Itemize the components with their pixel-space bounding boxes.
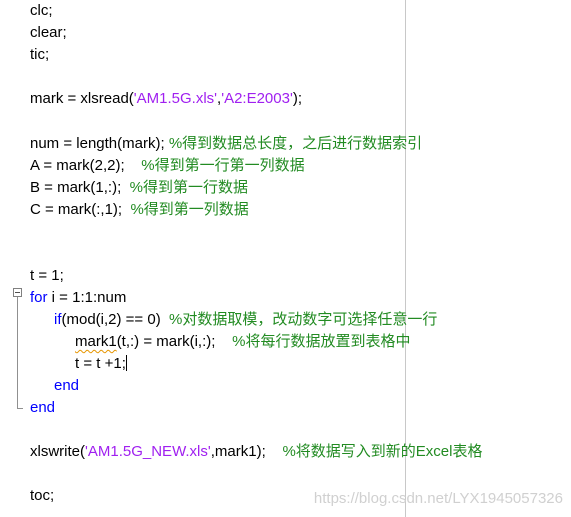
code-text: t = 1;: [30, 265, 64, 287]
string-token: 'A2:E2003': [221, 90, 293, 107]
code-line[interactable]: toc;: [0, 485, 571, 507]
code-token: B = mark(1,:);: [30, 179, 130, 196]
comment-token: %得到数据总长度，之后进行数据索引: [168, 135, 423, 152]
code-line[interactable]: clear;: [0, 22, 571, 44]
code-line[interactable]: B = mark(1,:); %得到第一行数据: [0, 177, 571, 199]
comment-token: %得到第一列数据: [130, 201, 249, 218]
code-text: tic;: [30, 44, 49, 66]
code-text: clear;: [30, 22, 67, 44]
comment-token: %将每行数据放置到表格中: [232, 333, 411, 350]
code-token: mark = xlsread(: [30, 90, 134, 107]
comment-token: %将数据写入到新的Excel表格: [282, 443, 483, 460]
code-text: mark = xlsread('AM1.5G.xls','A2:E2003');: [30, 88, 302, 110]
code-line[interactable]: mark = xlsread('AM1.5G.xls','A2:E2003');: [0, 88, 571, 110]
comment-token: %得到第一行数据: [129, 179, 248, 196]
keyword-token: end: [54, 377, 80, 394]
code-line[interactable]: clc;: [0, 0, 571, 22]
code-line[interactable]: end: [0, 397, 571, 419]
code-token: toc;: [30, 487, 55, 504]
code-text: clc;: [30, 0, 53, 22]
code-text: mark1(t,:) = mark(i,:); %将每行数据放置到表格中: [75, 331, 410, 353]
code-token: A = mark(2,2);: [30, 157, 142, 174]
code-token: clear;: [30, 24, 67, 41]
code-text: xlswrite('AM1.5G_NEW.xls',mark1); %将数据写入…: [30, 441, 482, 463]
code-text: end: [54, 375, 79, 397]
code-token: (t,:) = mark(i,:);: [116, 333, 233, 350]
keyword-token: for: [30, 289, 48, 306]
string-token: 'AM1.5G_NEW.xls': [85, 443, 211, 460]
code-token: xlswrite(: [30, 443, 85, 460]
code-text: C = mark(:,1); %得到第一列数据: [30, 199, 249, 221]
code-token: (mod(i,2) == 0): [61, 311, 170, 328]
code-line[interactable]: t = t +1;: [0, 353, 571, 375]
code-token: ,mark1);: [210, 443, 283, 460]
code-line[interactable]: xlswrite('AM1.5G_NEW.xls',mark1); %将数据写入…: [0, 441, 571, 463]
comment-token: %对数据取模，改动数字可选择任意一行: [169, 311, 438, 328]
code-text: for i = 1:1:num: [30, 287, 126, 309]
code-text: end: [30, 397, 55, 419]
code-line[interactable]: for i = 1:1:num: [0, 287, 571, 309]
code-text: B = mark(1,:); %得到第一行数据: [30, 177, 248, 199]
code-line[interactable]: t = 1;: [0, 265, 571, 287]
code-token: t = t +1;: [75, 355, 126, 372]
code-text: A = mark(2,2); %得到第一行第一列数据: [30, 155, 305, 177]
code-token: clc;: [30, 2, 53, 19]
code-line[interactable]: tic;: [0, 44, 571, 66]
code-token: num = length(mark);: [30, 135, 169, 152]
warning-token: mark1: [75, 333, 117, 350]
code-text: if(mod(i,2) == 0) %对数据取模，改动数字可选择任意一行: [54, 309, 437, 331]
code-token: i = 1:1:num: [47, 289, 127, 306]
code-token: t = 1;: [30, 267, 64, 284]
code-line[interactable]: if(mod(i,2) == 0) %对数据取模，改动数字可选择任意一行: [0, 309, 571, 331]
text-caret: [125, 355, 127, 371]
code-line[interactable]: end: [0, 375, 571, 397]
code-token: C = mark(:,1);: [30, 201, 131, 218]
code-line[interactable]: num = length(mark); %得到数据总长度，之后进行数据索引: [0, 133, 571, 155]
code-line[interactable]: A = mark(2,2); %得到第一行第一列数据: [0, 155, 571, 177]
code-text: t = t +1;: [75, 353, 127, 375]
fold-guide-end: [17, 408, 23, 409]
comment-token: %得到第一行第一列数据: [141, 157, 305, 174]
right-margin-line: [405, 0, 406, 517]
code-line[interactable]: mark1(t,:) = mark(i,:); %将每行数据放置到表格中: [0, 331, 571, 353]
keyword-token: if: [54, 311, 62, 328]
watermark: https://blog.csdn.net/LYX1945057326: [313, 490, 563, 507]
string-token: 'AM1.5G.xls': [133, 90, 218, 107]
code-text: toc;: [30, 485, 54, 507]
code-line[interactable]: C = mark(:,1); %得到第一列数据: [0, 199, 571, 221]
code-token: tic;: [30, 46, 50, 63]
code-token: );: [292, 90, 302, 107]
keyword-token: end: [30, 399, 56, 416]
fold-guide-line: [17, 297, 18, 409]
code-token: ,: [217, 90, 222, 107]
code-text: num = length(mark); %得到数据总长度，之后进行数据索引: [30, 133, 422, 155]
fold-toggle-icon[interactable]: [13, 288, 22, 297]
